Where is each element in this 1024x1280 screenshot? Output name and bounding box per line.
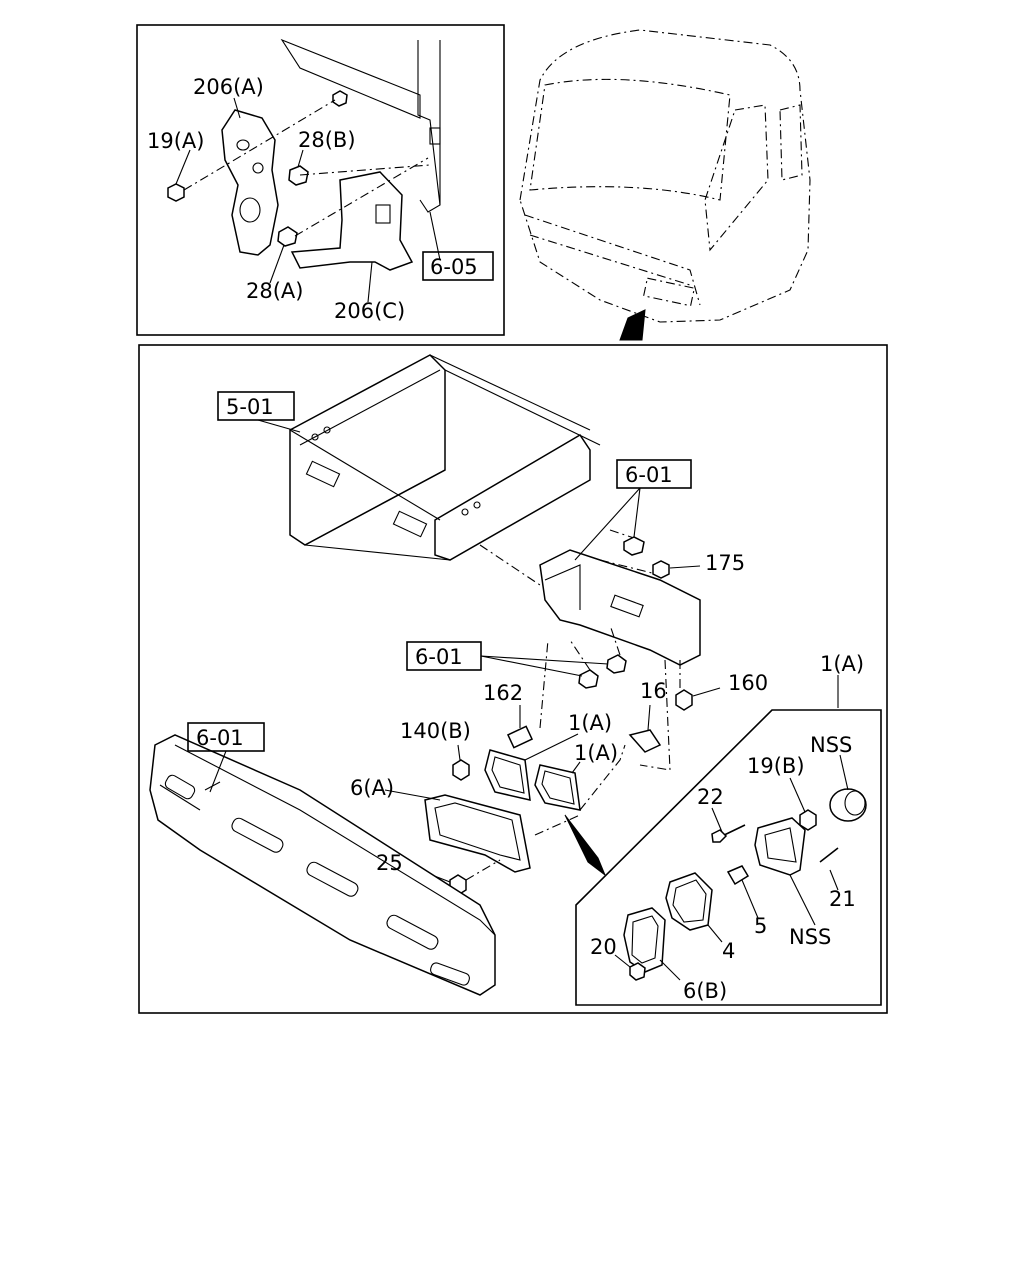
nut-175 [652,560,670,579]
label-28b: 28(B) [298,128,356,152]
cab-fog-lamp [643,277,695,307]
truck-cab-illustration [519,29,811,341]
label-22: 22 [697,785,724,809]
chassis-side-rail-left [289,354,446,546]
detail-pointer-arrow [564,814,607,877]
nut-19a [167,183,185,202]
bolt-28a [277,226,298,247]
stud-206a [332,90,348,107]
bracket-206a [221,109,279,256]
bolt-20 [629,962,646,981]
main-assembly: 5-01 6-01 175 6-01 160 162 16 140(B) 1(A… [138,344,888,1014]
label-1a-left: 1(A) [568,711,612,735]
inset-mounting-detail: 206(A) 19(A) 28(B) 28(A) 206(C) 6-05 [136,24,505,336]
label-5-01: 5-01 [226,395,274,419]
label-1a-detail: 1(A) [820,652,864,676]
cab-panel-edge [280,38,421,119]
bolt-6-01-top [623,536,645,556]
bolt-6-01-a [578,669,599,689]
label-1a-right: 1(A) [574,741,618,765]
front-bumper [149,734,496,996]
label-nss-bottom: NSS [789,925,831,949]
label-6-05: 6-05 [430,255,478,279]
cab-outline [519,29,811,323]
connector-162 [506,725,534,749]
label-175: 175 [705,551,745,575]
label-6a: 6(A) [350,776,394,800]
bolt-6-01-b [606,654,627,674]
bolt-28b [288,165,309,186]
fog-lamp-detail: 1(A) [575,652,882,1006]
label-25: 25 [376,851,403,875]
nut-140b [452,759,470,781]
bolt-160 [675,689,693,711]
label-6-01-bumper: 6-01 [196,726,244,750]
chassis-side-rail-right [434,433,591,561]
ref-box-6-01-top [616,459,692,489]
main-frame [138,344,888,1014]
clip-16 [628,729,662,753]
ref-box-6-05 [422,251,494,281]
label-19b: 19(B) [747,754,805,778]
label-206a: 206(A) [193,75,264,99]
label-21: 21 [829,887,856,911]
label-6-01-mid: 6-01 [415,645,463,669]
label-162: 162 [483,681,523,705]
bulb-5 [726,865,750,886]
bracket-206c [290,171,414,271]
fog-lamp-1a-left [484,749,531,801]
label-16: 16 [640,679,667,703]
cab-pointer-arrow [619,309,646,341]
rear-window [779,104,803,181]
label-28a: 28(A) [246,279,303,303]
inset-frame [136,24,505,336]
housing-nss [754,817,806,876]
ref-box-5-01 [217,391,295,421]
fog-lamp-1a-right [534,764,581,811]
label-140b: 140(B) [400,719,471,743]
label-206c: 206(C) [334,299,405,323]
door-window [704,104,769,252]
detail-frame [575,709,882,1006]
label-5: 5 [754,914,767,938]
label-160: 160 [728,671,768,695]
label-6-01-top: 6-01 [625,463,673,487]
bezel-6a [424,794,531,873]
label-4: 4 [722,939,735,963]
label-20: 20 [590,935,617,959]
windshield [529,78,731,201]
label-6b: 6(B) [683,979,727,1003]
label-19a: 19(A) [147,129,204,153]
cab-pillar [417,40,441,213]
label-nss-top: NSS [810,733,852,757]
screw-21 [819,847,839,863]
